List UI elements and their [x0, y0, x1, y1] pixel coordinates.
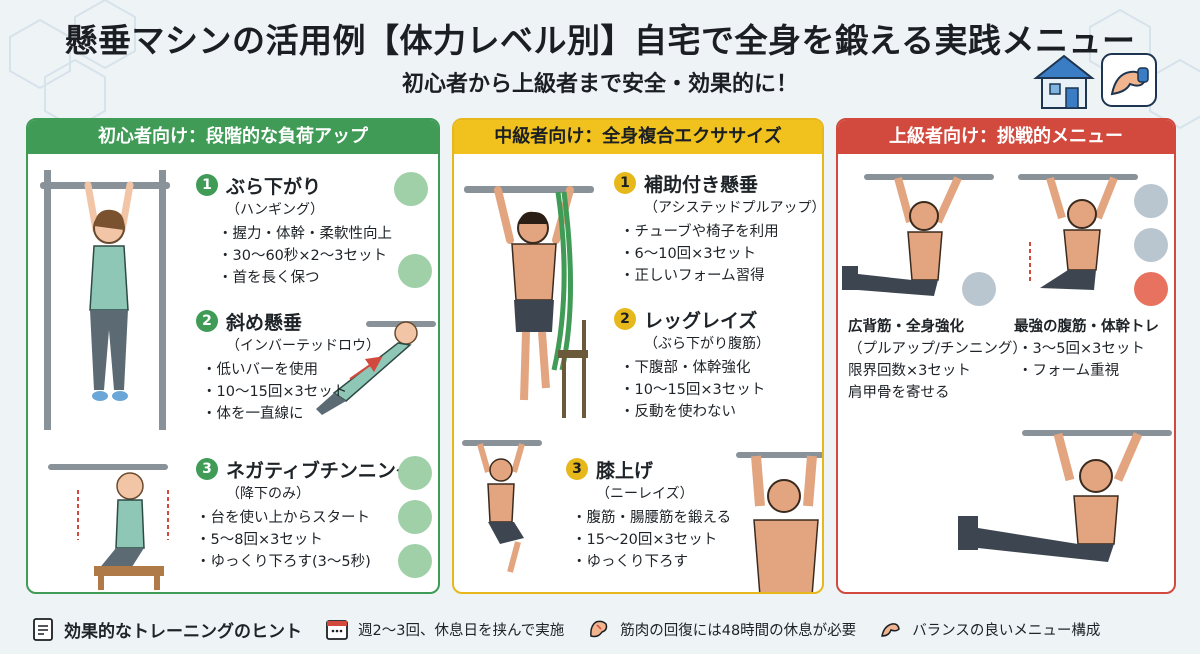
intermediate-item-3: 3 膝上げ （ニーレイズ） 腹筋・腸腰筋を鍛える 15〜20回×3セット ゆっく…	[566, 456, 731, 573]
knee-raise-illustration	[462, 440, 542, 573]
hanging-figure-illustration	[40, 170, 170, 430]
exercise-subtitle: （アシステッドプルアップ）	[644, 200, 824, 216]
bullet: 台を使い上からスタート	[196, 507, 415, 529]
bullet: 15〜20回×3セット	[572, 529, 731, 551]
advanced-left-line: 肩甲骨を寄せる	[848, 385, 950, 401]
bullet: 3〜5回×3セット	[1018, 338, 1159, 360]
step-number: 3	[566, 458, 588, 480]
exercise-subtitle: （降下のみ）	[226, 486, 310, 502]
beginner-panel: 初心者向け：段階的な負荷アップ	[26, 118, 440, 594]
knee-tuck-illustration	[1018, 174, 1138, 290]
advanced-left-line: 限界回数×3セット	[848, 363, 971, 379]
exercise-name: 補助付き懸垂	[644, 173, 759, 196]
arm-muscle-icon	[398, 500, 432, 534]
beginner-item-3: 3 ネガティブチンニング （降下のみ） 台を使い上からスタート 5〜8回×3セッ…	[196, 456, 415, 573]
advanced-right-title: 最強の腹筋・体幹トレ	[1014, 319, 1159, 335]
bullet: 腹筋・腸腰筋を鍛える	[572, 507, 732, 529]
bullet: チューブや椅子を利用	[620, 221, 822, 243]
flexed-arm-icon	[881, 623, 900, 637]
page-title: 懸垂マシンの活用例【体力レベル別】自宅で全身を鍛える実践メニュー	[64, 21, 1136, 60]
step-number: 3	[196, 458, 218, 480]
intermediate-item-2: 2 レッグレイズ （ぶら下がり腹筋） 下腹部・体幹強化 10〜15回×3セット …	[614, 306, 770, 423]
arm-muscle-icon	[1134, 228, 1168, 262]
exercise-subtitle: （インバーテッドロウ）	[226, 338, 380, 354]
header: 懸垂マシンの活用例【体力レベル別】自宅で全身を鍛える実践メニュー 初心者から上級…	[0, 0, 1200, 112]
advanced-panel: 上級者向け：挑戦的メニュー 広背筋・全身強化 （プルアップ/チンニング） 限界回…	[836, 118, 1176, 594]
back-muscle-icon	[962, 272, 996, 306]
abs-muscle-icon	[1134, 272, 1168, 306]
bullet: 下腹部・体幹強化	[620, 357, 770, 379]
bullet: 10〜15回×3セット	[202, 381, 380, 403]
exercise-name: 膝上げ	[596, 459, 654, 482]
step-number: 2	[196, 310, 218, 332]
footer: 効果的なトレーニングのヒント 週2〜3回、休息日を挟んで実施 筋肉の回復には48…	[0, 604, 1200, 654]
beginner-item-2: 2 斜め懸垂 （インバーテッドロウ） 低いバーを使用 10〜15回×3セット 体…	[196, 308, 380, 425]
muscular-man-illustration	[736, 452, 822, 592]
footer-main-text: 効果的なトレーニングのヒント	[64, 621, 302, 642]
bullet: 5〜8回×3セット	[196, 529, 415, 551]
bullet: フォーム重視	[1018, 360, 1159, 382]
assisted-pullup-illustration	[464, 186, 594, 418]
step-number: 1	[614, 172, 636, 194]
abs-muscle-icon	[398, 544, 432, 578]
clipboard-icon	[33, 618, 53, 641]
advanced-left-subtitle: （プルアップ/チンニング）	[848, 341, 1027, 357]
bullet: 6〜10回×3セット	[620, 243, 822, 265]
bullet: ゆっくり下ろす(3〜5秒)	[196, 551, 415, 573]
bullet: 30〜60秒×2〜3セット	[218, 245, 392, 267]
page-subtitle: 初心者から上級者まで安全・効果的に！	[401, 72, 798, 97]
bullet: 10〜15回×3セット	[620, 379, 770, 401]
advanced-left-title: 広背筋・全身強化	[848, 319, 964, 335]
flexed-arm-icon	[1101, 53, 1157, 107]
footer-tip-text: 筋肉の回復には48時間の休息が必要	[620, 622, 857, 639]
l-sit-pullup-illustration	[842, 174, 994, 296]
exercise-name: 斜め懸垂	[226, 311, 303, 334]
footer-tip: 筋肉の回復には48時間の休息が必要	[586, 616, 856, 642]
intermediate-panel: 中級者向け：全身複合エクササイズ 1 補助付き懸垂	[452, 118, 824, 594]
exercise-subtitle: （ぶら下がり腹筋）	[644, 336, 770, 352]
exercise-name: ぶら下がり	[226, 175, 322, 198]
bullet: 体を一直線に	[202, 403, 380, 425]
footer-title: 効果的なトレーニングのヒント	[30, 616, 302, 642]
advanced-heading: 上級者向け：挑戦的メニュー	[838, 120, 1174, 154]
footer-tip: 週2〜3回、休息日を挟んで実施	[324, 616, 564, 642]
shoulder-muscle-icon	[398, 456, 432, 490]
intermediate-item-1: 1 補助付き懸垂 （アシステッドプルアップ） チューブや椅子を利用 6〜10回×…	[614, 170, 824, 287]
arm-muscle-icon	[398, 254, 432, 288]
exercise-subtitle: （ハンギング）	[226, 202, 324, 218]
footer-tip-text: バランスの良いメニュー構成	[912, 622, 1101, 639]
advanced-left-text: 広背筋・全身強化 （プルアップ/チンニング） 限界回数×3セット 肩甲骨を寄せる	[848, 316, 1027, 404]
step-number: 1	[196, 174, 218, 196]
step-number: 2	[614, 308, 636, 330]
header-icons	[1033, 53, 1157, 109]
bullet: 低いバーを使用	[202, 359, 380, 381]
muscle-recovery-icon	[590, 620, 608, 638]
hand-grip-icon	[1134, 184, 1168, 218]
bullet: 反動を使わない	[620, 401, 770, 423]
exercise-name: ネガティブチンニング	[226, 459, 415, 482]
footer-tip: バランスの良いメニュー構成	[878, 616, 1100, 642]
negative-chin-illustration	[48, 464, 169, 590]
advanced-right-text: 最強の腹筋・体幹トレ 3〜5回×3セット フォーム重視	[1014, 316, 1159, 382]
house-icon	[1033, 54, 1095, 109]
beginner-heading: 初心者向け：段階的な負荷アップ	[28, 120, 438, 154]
calendar-icon	[326, 620, 348, 640]
bullet: 正しいフォーム習得	[620, 265, 822, 287]
bullet: 首を長く保つ	[218, 267, 392, 289]
leg-raise-illustration	[958, 430, 1172, 562]
bullet: ゆっくり下ろす	[572, 551, 731, 573]
intermediate-heading: 中級者向け：全身複合エクササイズ	[454, 120, 822, 154]
exercise-subtitle: （ニーレイズ）	[596, 486, 694, 502]
back-muscle-icon	[394, 172, 428, 206]
footer-tip-text: 週2〜3回、休息日を挟んで実施	[358, 622, 565, 639]
bullet: 握力・体幹・柔軟性向上	[218, 223, 393, 245]
exercise-name: レッグレイズ	[644, 309, 758, 332]
beginner-item-1: 1 ぶら下がり （ハンギング） 握力・体幹・柔軟性向上 30〜60秒×2〜3セッ…	[196, 172, 392, 289]
